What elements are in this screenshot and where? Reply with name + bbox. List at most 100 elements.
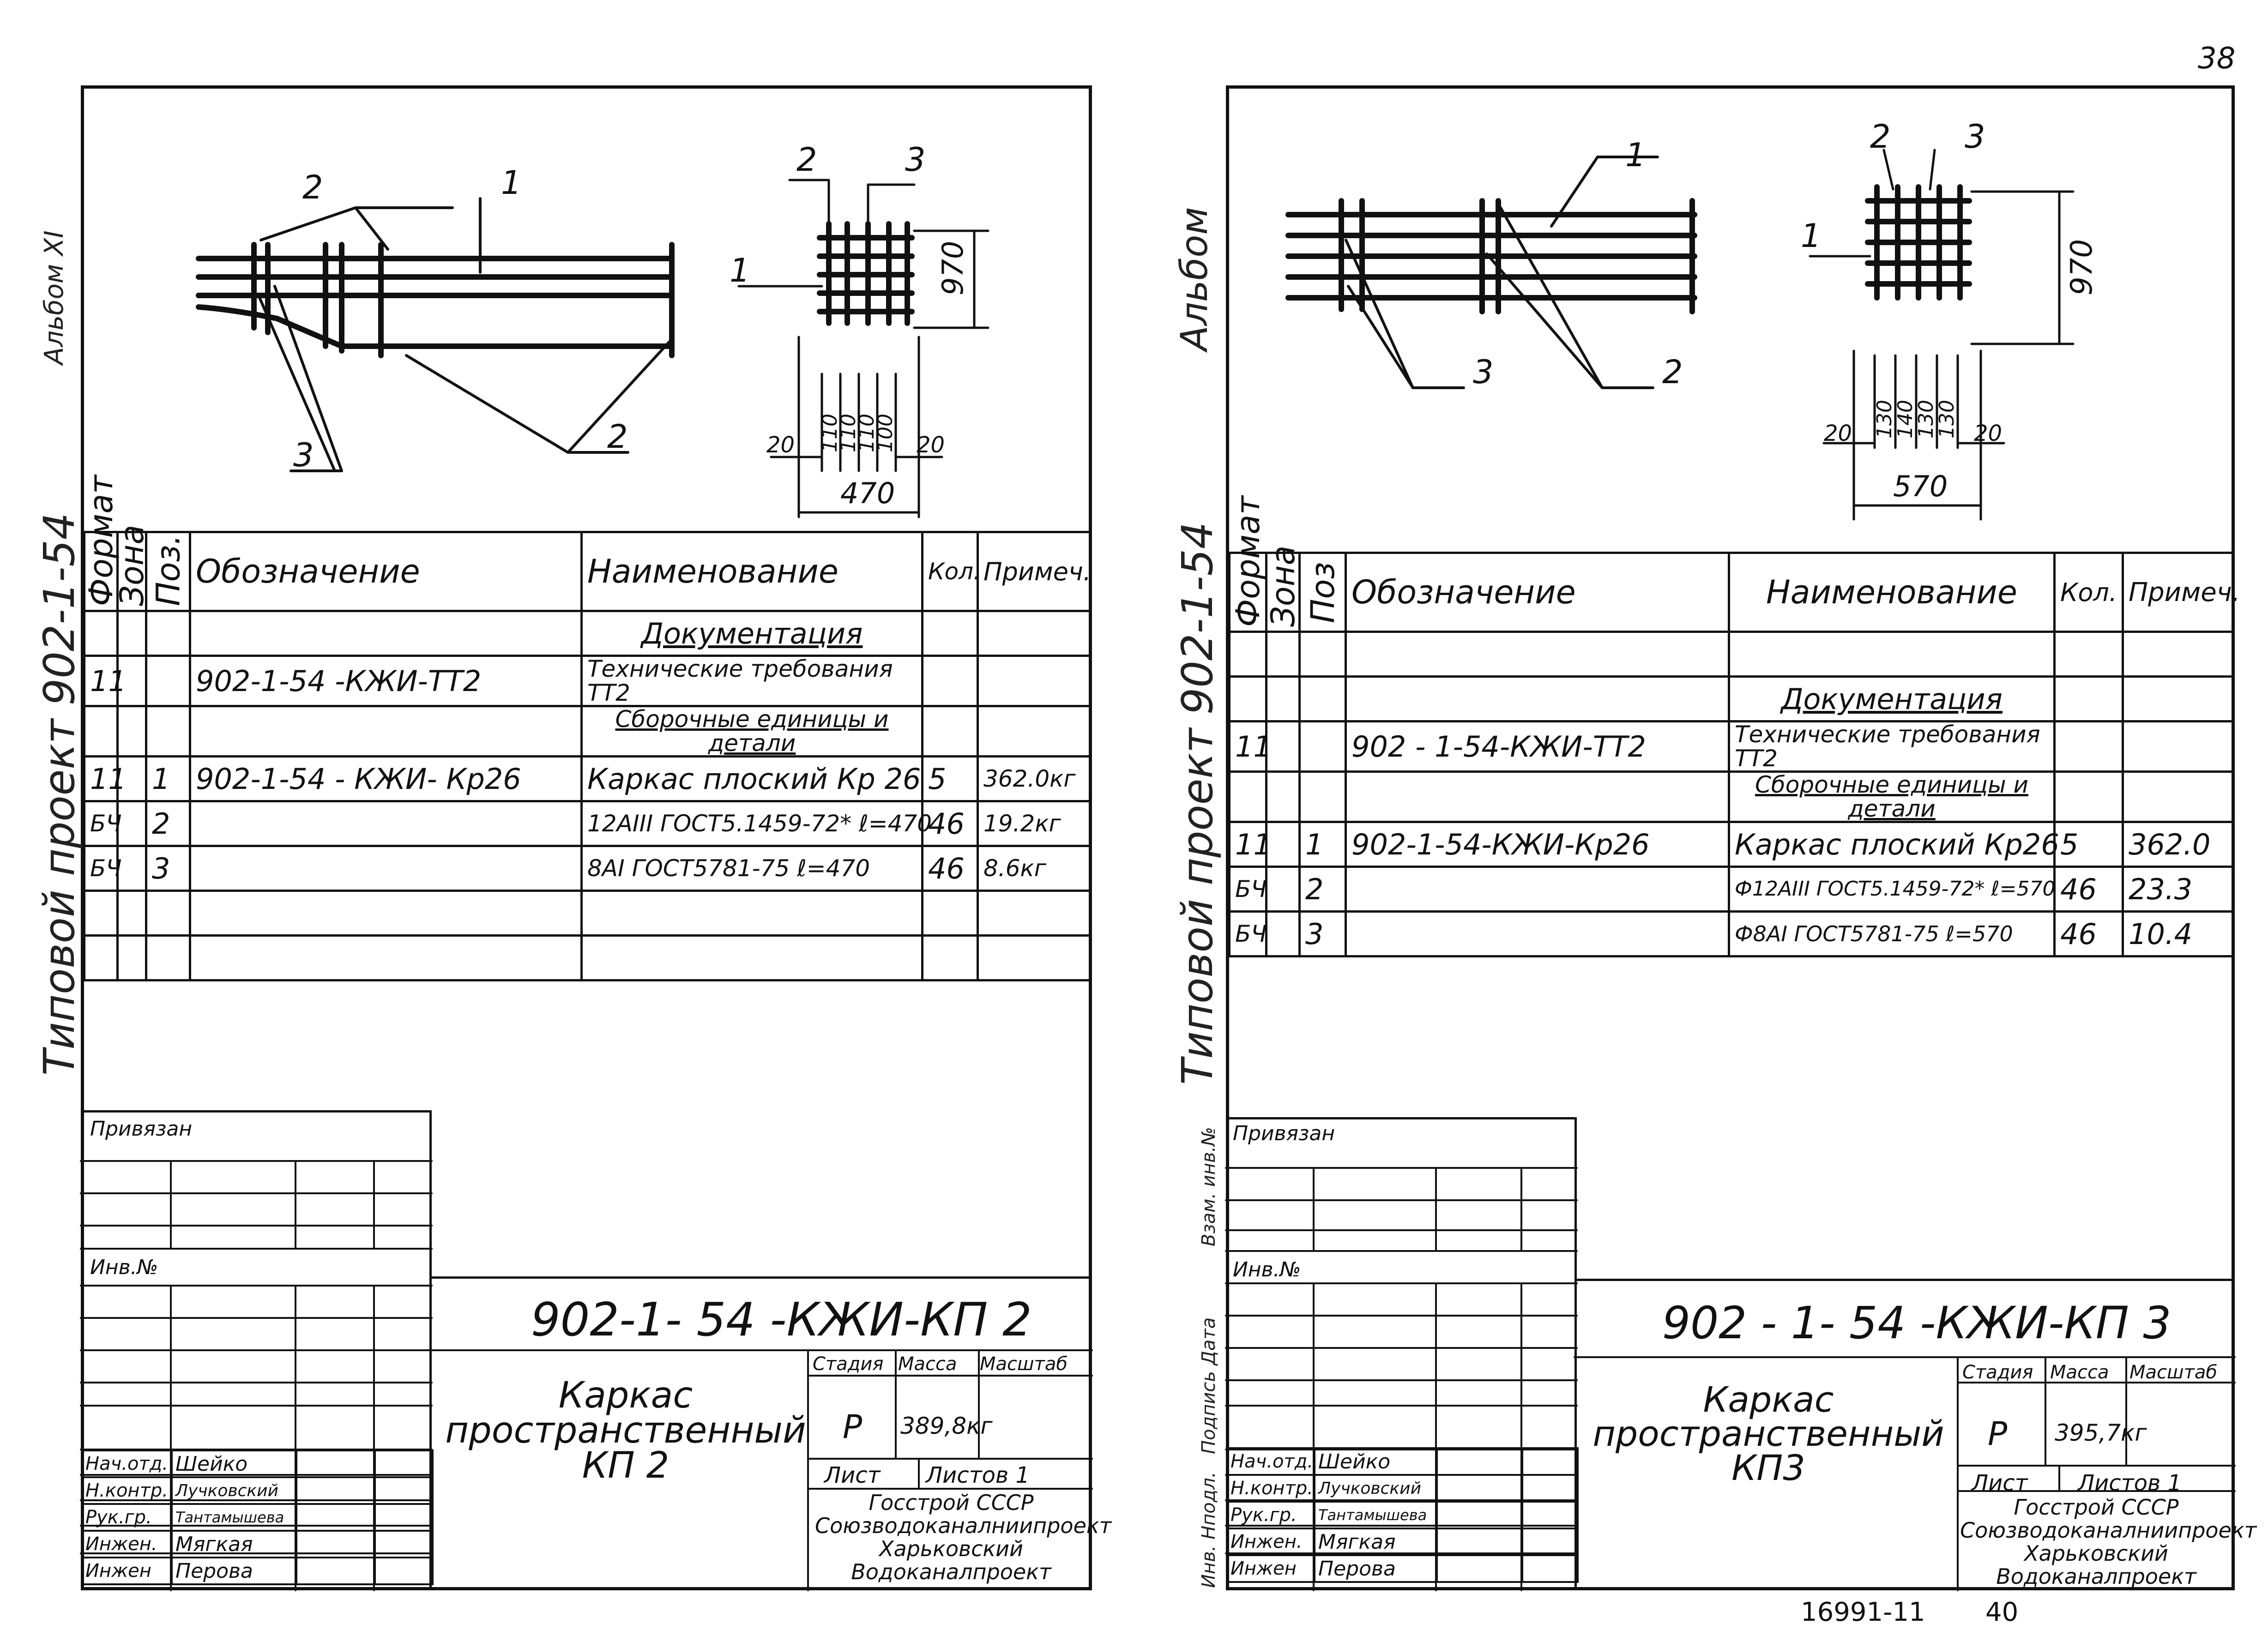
cell-zone	[1265, 866, 1301, 913]
cell-name: Каркас плоский Кр 26	[580, 755, 923, 802]
cell-pos: 1	[145, 755, 191, 802]
cell-name: Технические требования ТТ2	[1728, 720, 2056, 773]
left-mass-value: 389,8кг	[900, 1413, 993, 1439]
right-staff-table: Нач.отд.Шейко Н.контр.Лучковский Рук.гр.…	[1226, 1447, 1579, 1583]
staff-name: Мягкая	[1314, 1528, 1438, 1556]
left-side-album: Альбом XI	[39, 230, 69, 365]
cell-pos	[145, 610, 191, 657]
right-callout-3-section: 3	[1965, 118, 1985, 156]
left-dim-total: 470	[840, 476, 895, 510]
cell-qty	[2053, 720, 2124, 773]
right-spec-header: Формат Зона Поз Обозначение Наименование…	[1229, 496, 2240, 633]
cell-name: Документация	[580, 610, 923, 657]
cell-format: БЧ	[83, 845, 122, 892]
right-title: Каркас пространственный КП3	[1592, 1379, 1944, 1488]
right-sheets-label: Листов 1	[2078, 1470, 2182, 1496]
cell-qty: 46	[921, 800, 979, 847]
cell-qty	[2053, 675, 2124, 722]
left-spec-table: Формат Зона Поз. Обозначение Наименовани…	[82, 475, 1092, 981]
cell-designation	[189, 610, 583, 657]
staff-signature	[296, 1557, 376, 1585]
cell-pos	[1298, 770, 1347, 823]
header-note: Примеч.	[2122, 552, 2240, 633]
cell-designation: 902-1-54-КЖИ-Кр26	[1345, 821, 1730, 868]
cell-format	[83, 890, 119, 937]
cell-pos: 3	[1298, 910, 1347, 957]
staff-name: Перова	[171, 1557, 297, 1585]
cell-qty	[2053, 770, 2124, 823]
cell-qty: 5	[2053, 821, 2124, 868]
left-dim-edge-left: 20	[766, 432, 795, 458]
staff-role: Рук.гр.	[81, 1503, 173, 1532]
left-spec-header: Формат Зона Поз. Обозначение Наименовани…	[82, 475, 1092, 612]
cell-format	[83, 610, 119, 657]
cell-qty	[921, 934, 979, 981]
right-dim-s1: 130	[1873, 400, 1896, 439]
staff-name: Лучковский	[171, 1476, 297, 1505]
table-row	[83, 890, 1092, 937]
cell-note	[2122, 770, 2235, 823]
left-title-grid	[428, 1349, 1093, 1591]
cell-zone	[1265, 720, 1301, 773]
right-dim-s2: 140	[1894, 400, 1917, 439]
cell-name	[580, 934, 923, 981]
table-row: Н.контр.Лучковский	[1226, 1474, 1579, 1503]
cell-designation	[1345, 866, 1730, 913]
cell-designation	[189, 890, 583, 937]
staff-name: Лучковский	[1314, 1474, 1438, 1503]
staff-signature	[1436, 1501, 1523, 1529]
cell-note: 10.4	[2122, 910, 2235, 957]
left-callout-2-section: 2	[796, 141, 817, 179]
cell-qty: 5	[921, 755, 979, 802]
left-sheet-label: Лист	[824, 1462, 881, 1488]
cell-note	[977, 655, 1092, 707]
staff-name: Шейко	[171, 1450, 297, 1478]
right-side-label-1: Подпись Дата	[1198, 1317, 1219, 1454]
cell-zone	[1265, 675, 1301, 722]
staff-date	[1521, 1474, 1579, 1503]
cell-pos	[1298, 631, 1347, 678]
left-callout-2-top: 2	[302, 168, 323, 206]
cell-pos	[145, 655, 191, 707]
right-callout-3-bottom: 3	[1473, 353, 1494, 391]
right-dim-height: 970	[2065, 239, 2099, 295]
right-side-album: Альбом	[1173, 207, 1216, 351]
right-callout-1-section: 1	[1801, 217, 1822, 255]
header-name: Наименование	[580, 531, 923, 612]
cell-name: 12АIII ГОСТ5.1459-72* ℓ=470	[580, 800, 932, 847]
cell-designation	[189, 705, 583, 758]
cell-format: 11	[1228, 720, 1272, 773]
cell-format: 11	[83, 755, 127, 802]
staff-signature	[1436, 1474, 1523, 1503]
staff-date	[1521, 1501, 1579, 1529]
right-dim-total: 570	[1893, 469, 1948, 503]
cell-zone	[1265, 821, 1301, 868]
staff-date	[1521, 1554, 1579, 1583]
footer-code: 16991-11	[1801, 1597, 1925, 1627]
right-dim-edge-right: 20	[1974, 421, 2002, 446]
cell-note	[977, 934, 1092, 981]
cell-pos: 2	[145, 800, 191, 847]
table-row: Рук.гр.Тантамышева	[81, 1503, 434, 1532]
staff-role: Н.контр.	[81, 1476, 173, 1505]
cell-qty	[921, 890, 979, 937]
staff-role: Инжен	[1226, 1554, 1315, 1583]
cell-designation: 902 - 1-54-КЖИ-ТТ2	[1345, 720, 1730, 773]
staff-date	[1521, 1447, 1579, 1476]
cell-name: Ф12АIII ГОСТ5.1459-72* ℓ=570	[1728, 866, 2056, 913]
right-main-title-box	[1574, 1279, 2235, 1590]
right-title-grid	[1574, 1356, 2236, 1591]
cell-zone	[1265, 910, 1301, 957]
table-row: Инжен.Мягкая	[81, 1530, 434, 1558]
right-mass-value: 395,7кг	[2055, 1419, 2147, 1446]
corner-page-number: 38	[2198, 42, 2236, 76]
cell-name: Технические требования ТТ2	[580, 655, 923, 707]
cell-designation: 902-1-54 - КЖИ- Кр26	[189, 755, 583, 802]
cell-note	[977, 610, 1092, 657]
cell-qty	[921, 705, 979, 758]
cell-note	[2122, 631, 2235, 678]
